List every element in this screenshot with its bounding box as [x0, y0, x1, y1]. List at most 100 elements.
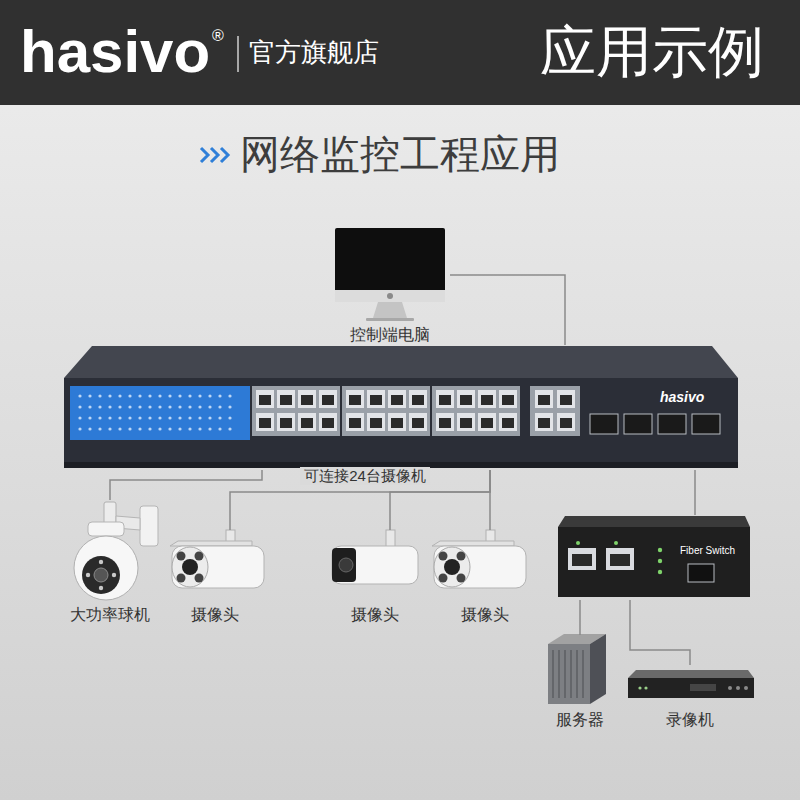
switch-ports: [178, 394, 181, 397]
camera-node: 摄像头: [325, 530, 425, 625]
server-tower: [576, 650, 578, 698]
fiber-switch-body: [568, 548, 596, 570]
dome-camera: [74, 536, 138, 600]
switch-ports: [78, 394, 81, 397]
switch-ports: [557, 390, 575, 408]
switch-ports: [228, 416, 231, 419]
switch-ports: [198, 416, 201, 419]
switch-ports: [301, 395, 313, 405]
switch-ports: [118, 405, 121, 408]
switch-ports: [259, 418, 271, 428]
bullet-camera: [439, 552, 448, 561]
network-cable: [579, 600, 581, 635]
bullet-camera: [172, 546, 264, 588]
switch-ports: [436, 390, 454, 408]
switch-ports: [108, 416, 111, 419]
switch-ports: [198, 394, 201, 397]
switch-ports: [277, 413, 295, 431]
switch-ports: [530, 386, 580, 436]
switch-ports: [128, 416, 131, 419]
bullet-camera: [457, 574, 466, 583]
switch-ports: [367, 413, 385, 431]
bullet-camera: [444, 559, 460, 575]
bullet-camera: [332, 548, 356, 582]
switch-ports: [228, 427, 231, 430]
node-label: 摄像头: [461, 605, 509, 625]
switch-ports: [98, 394, 101, 397]
switch-ports: [108, 394, 111, 397]
switch-ports: [158, 427, 161, 430]
switch-ports: [322, 395, 334, 405]
switch-body: [64, 346, 738, 468]
switch-ports: [168, 427, 171, 430]
switch-ports: [538, 418, 550, 428]
bullet-camera: [182, 559, 198, 575]
camera-node: 摄像头: [430, 530, 540, 625]
node-label: 控制端电脑: [350, 325, 430, 345]
node-label: 大功率球机: [70, 605, 150, 625]
dome-camera: [104, 502, 116, 524]
dome-camera: [94, 568, 108, 582]
dome-camera: [99, 560, 103, 564]
server-node: 服务器: [540, 635, 620, 730]
dome-camera-node: 大功率球机: [55, 500, 165, 625]
fiber-switch-body: [688, 564, 714, 582]
switch-ports: [439, 395, 451, 405]
header-bar: [0, 0, 800, 105]
node-label: 摄像头: [351, 605, 399, 625]
switch-ports: [138, 394, 141, 397]
switch-ports: [457, 413, 475, 431]
video-recorder: [628, 670, 754, 698]
switch-ports: [208, 427, 211, 430]
switch-ports: [256, 390, 274, 408]
switch-ports: [198, 427, 201, 430]
dome-camera: [99, 586, 103, 590]
fiber-switch-body: [576, 541, 580, 545]
video-recorder: [728, 686, 732, 690]
monitor-icon: [387, 293, 393, 299]
switch-ports: [118, 427, 121, 430]
dome-camera: [112, 573, 116, 577]
dome-camera: [140, 506, 158, 546]
bullet-camera: [177, 574, 186, 583]
switch-ports: [138, 416, 141, 419]
title-chevrons: [211, 148, 218, 162]
network-cable: [489, 470, 491, 530]
bullet-camera: [195, 552, 204, 561]
server-tower: [552, 650, 554, 698]
switch-body: [64, 346, 738, 378]
switch-ports: [78, 386, 720, 436]
server-tower: [548, 644, 590, 704]
switch-ports: [349, 395, 361, 405]
switch-ports: [218, 394, 221, 397]
title-chevrons: [201, 148, 228, 162]
switch-ports: [178, 416, 181, 419]
title-chevrons: [221, 148, 228, 162]
switch-ports: [502, 418, 514, 428]
switch-ports: [178, 405, 181, 408]
switch-ports: [259, 395, 271, 405]
switch-ports: [158, 394, 161, 397]
header-bar: [0, 0, 800, 105]
recorder-node: 录像机: [625, 665, 755, 730]
bullet-camera: [434, 546, 526, 588]
switch-ports: [168, 394, 171, 397]
bullet-camera: [195, 574, 204, 583]
switch-ports: [391, 418, 403, 428]
switch-ports: [388, 390, 406, 408]
switch-ports: [88, 394, 91, 397]
dome-camera: [82, 556, 120, 594]
switch-ports: [457, 390, 475, 408]
switch-ports: [128, 394, 131, 397]
fiber-switch-body: [658, 559, 662, 563]
switch-ports: [535, 413, 553, 431]
switch-ports: [88, 427, 91, 430]
network-cable: [450, 275, 565, 345]
video-recorder: [638, 686, 641, 689]
switch-ports: [228, 405, 231, 408]
switch-ports: [188, 427, 191, 430]
node-label: 服务器: [556, 710, 604, 730]
fiber-switch-body: [558, 516, 750, 597]
fiber-switch-body: [558, 527, 750, 597]
fiber-switch-body: [610, 554, 630, 566]
